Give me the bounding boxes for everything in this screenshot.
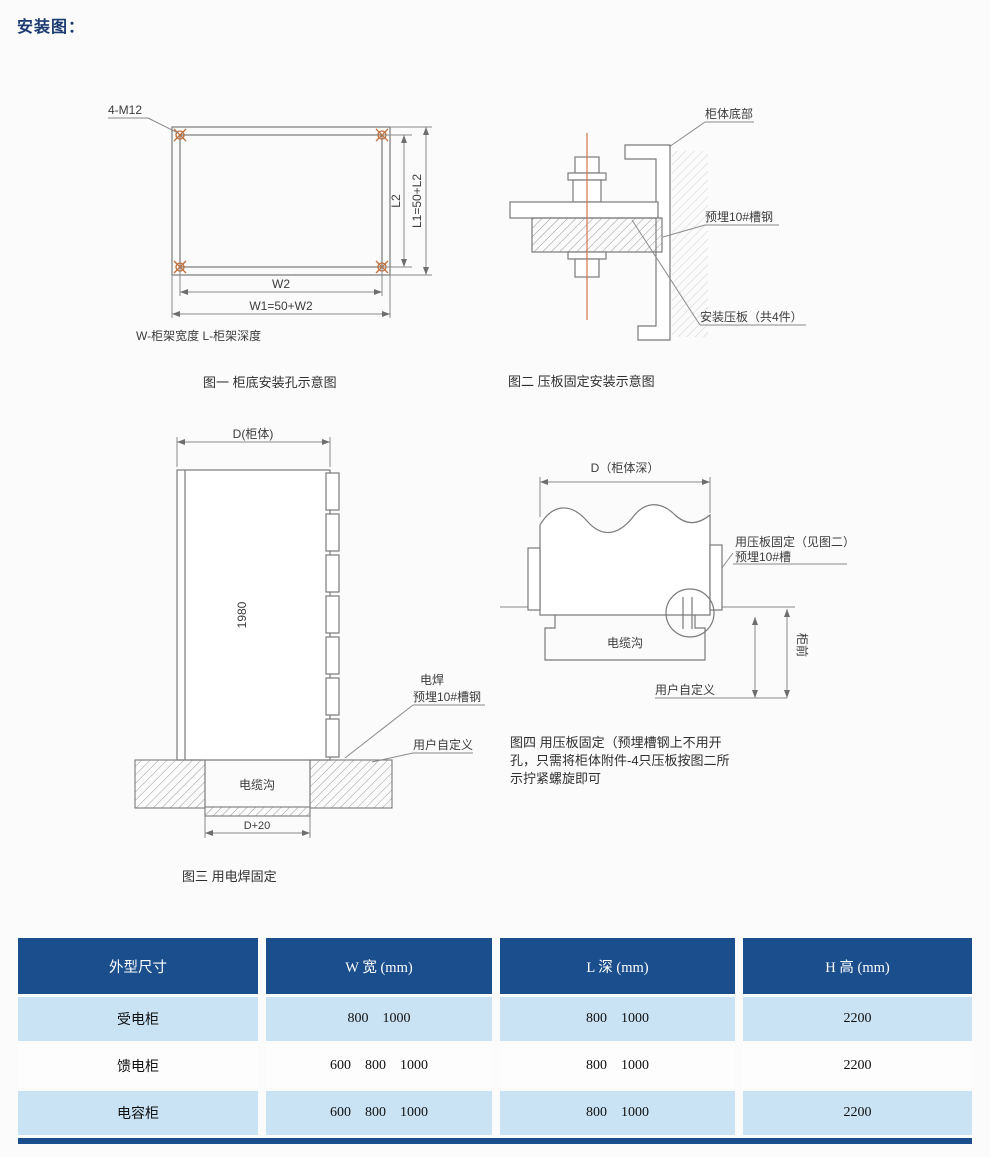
clamp-assembly-shapes <box>509 144 671 341</box>
table-cell-row2-height: 2200 <box>743 1044 972 1088</box>
dimension-table-grid: 外型尺寸 W 宽 (mm) L 深 (mm) H 高 (mm) 受电柜 800 … <box>18 938 972 1135</box>
table-header-height: H 高 (mm) <box>743 938 972 994</box>
fig1-dimension-lines <box>108 117 432 318</box>
fig3-dim-depth: D(柜体) <box>233 427 274 441</box>
fig3-weld-label: 电焊 <box>420 672 444 687</box>
page-title: 安装图： <box>17 19 86 36</box>
table-header-depth: L 深 (mm) <box>500 938 735 994</box>
table-cell-row3-depth: 800 1000 <box>500 1091 735 1135</box>
table-cell-row3-height: 2200 <box>743 1091 972 1135</box>
fig4-caption-line1: 图四 用压板固定（预埋槽钢上不用开 <box>510 735 722 750</box>
figure-1-mounting-holes-diagram: 4-M12 L2 L1=50+L2 W2 W1=50+W2 W-柜架宽度 L-柜… <box>108 103 432 390</box>
fig2-clamp-label: 安装压板（共4件） <box>700 309 803 324</box>
fig2-leader-lines <box>631 121 806 326</box>
table-cell-row1-depth: 800 1000 <box>500 997 735 1041</box>
fig4-caption-line3: 示拧紧螺旋即可 <box>510 771 601 786</box>
fig3-user-defined-label: 用户自定义 <box>413 737 473 752</box>
fig3-leader-lines <box>344 704 485 763</box>
fig1-dim-w2: W2 <box>272 277 290 291</box>
table-cell-row3-name: 电容柜 <box>18 1091 258 1135</box>
fig3-cable-trench-label: 电缆沟 <box>239 778 275 792</box>
wall-hatching <box>672 151 708 337</box>
table-cell-row1-width: 800 1000 <box>266 997 492 1041</box>
fig4-user-defined-label: 用户自定义 <box>655 682 715 697</box>
table-cell-row2-depth: 800 1000 <box>500 1044 735 1088</box>
cabinet-elevation-shapes <box>176 469 340 761</box>
ground-and-trench-shapes <box>134 759 393 817</box>
fig1-dim-l1: L1=50+L2 <box>410 174 424 228</box>
fig3-dim-trench-width: D+20 <box>244 820 271 832</box>
fig3-caption: 图三 用电焊固定 <box>182 869 277 884</box>
corner-hole-marks <box>173 128 389 274</box>
table-header-size: 外型尺寸 <box>18 938 258 994</box>
fig3-dim-height: 1980 <box>235 601 249 628</box>
fig1-legend-note: W-柜架宽度 L-柜架深度 <box>136 328 261 343</box>
table-cell-row1-name: 受电柜 <box>18 997 258 1041</box>
fig4-clamp-fix-label: 用压板固定（见图二） <box>735 534 855 549</box>
figure-4-clamp-fixing-diagram: D（柜体深） 用压板固定（见图二） 预埋10#槽 电缆沟 柜前 用户自定义 图四… <box>500 461 855 786</box>
fig2-caption: 图二 压板固定安装示意图 <box>508 374 655 389</box>
fig1-dim-w1: W1=50+W2 <box>249 299 313 313</box>
cabinet-section-shapes <box>527 504 723 661</box>
table-cell-row1-height: 2200 <box>743 997 972 1041</box>
table-bottom-bar <box>18 1138 972 1144</box>
table-cell-row2-width: 600 800 1000 <box>266 1044 492 1088</box>
fig4-dim-depth: D（柜体深） <box>591 461 660 475</box>
fig1-caption: 图一 柜底安装孔示意图 <box>203 375 337 390</box>
table-cell-row3-width: 600 800 1000 <box>266 1091 492 1135</box>
fig4-cable-trench-label: 电缆沟 <box>607 636 643 650</box>
fig1-dim-l2: L2 <box>389 194 403 208</box>
fig1-bolt-spec-label: 4-M12 <box>108 103 142 117</box>
fig2-channel-steel-label: 预埋10#槽钢 <box>705 210 773 224</box>
frame-outline <box>171 126 391 276</box>
figure-2-clamp-section-diagram: 柜体底部 预埋10#槽钢 安装压板（共4件） 图二 压板固定安装示意图 <box>508 106 806 389</box>
fig3-channel-steel-label: 预埋10#槽钢 <box>413 690 481 704</box>
table-header-width: W 宽 (mm) <box>266 938 492 994</box>
dimension-table: 外型尺寸 W 宽 (mm) L 深 (mm) H 高 (mm) 受电柜 800 … <box>18 938 972 1144</box>
figure-3-weld-fixing-diagram: D(柜体) 1980 电缆沟 D+20 电焊 预埋10#槽钢 用户自定义 图三 … <box>134 427 485 884</box>
table-cell-row2-name: 馈电柜 <box>18 1044 258 1088</box>
fig4-cabinet-front-label: 柜前 <box>795 633 810 657</box>
fig4-caption-line2: 孔，只需将柜体附件-4只压板按图二所 <box>510 753 730 768</box>
fig2-cabinet-bottom-label: 柜体底部 <box>705 106 753 121</box>
fig4-channel-label: 预埋10#槽 <box>735 550 791 564</box>
